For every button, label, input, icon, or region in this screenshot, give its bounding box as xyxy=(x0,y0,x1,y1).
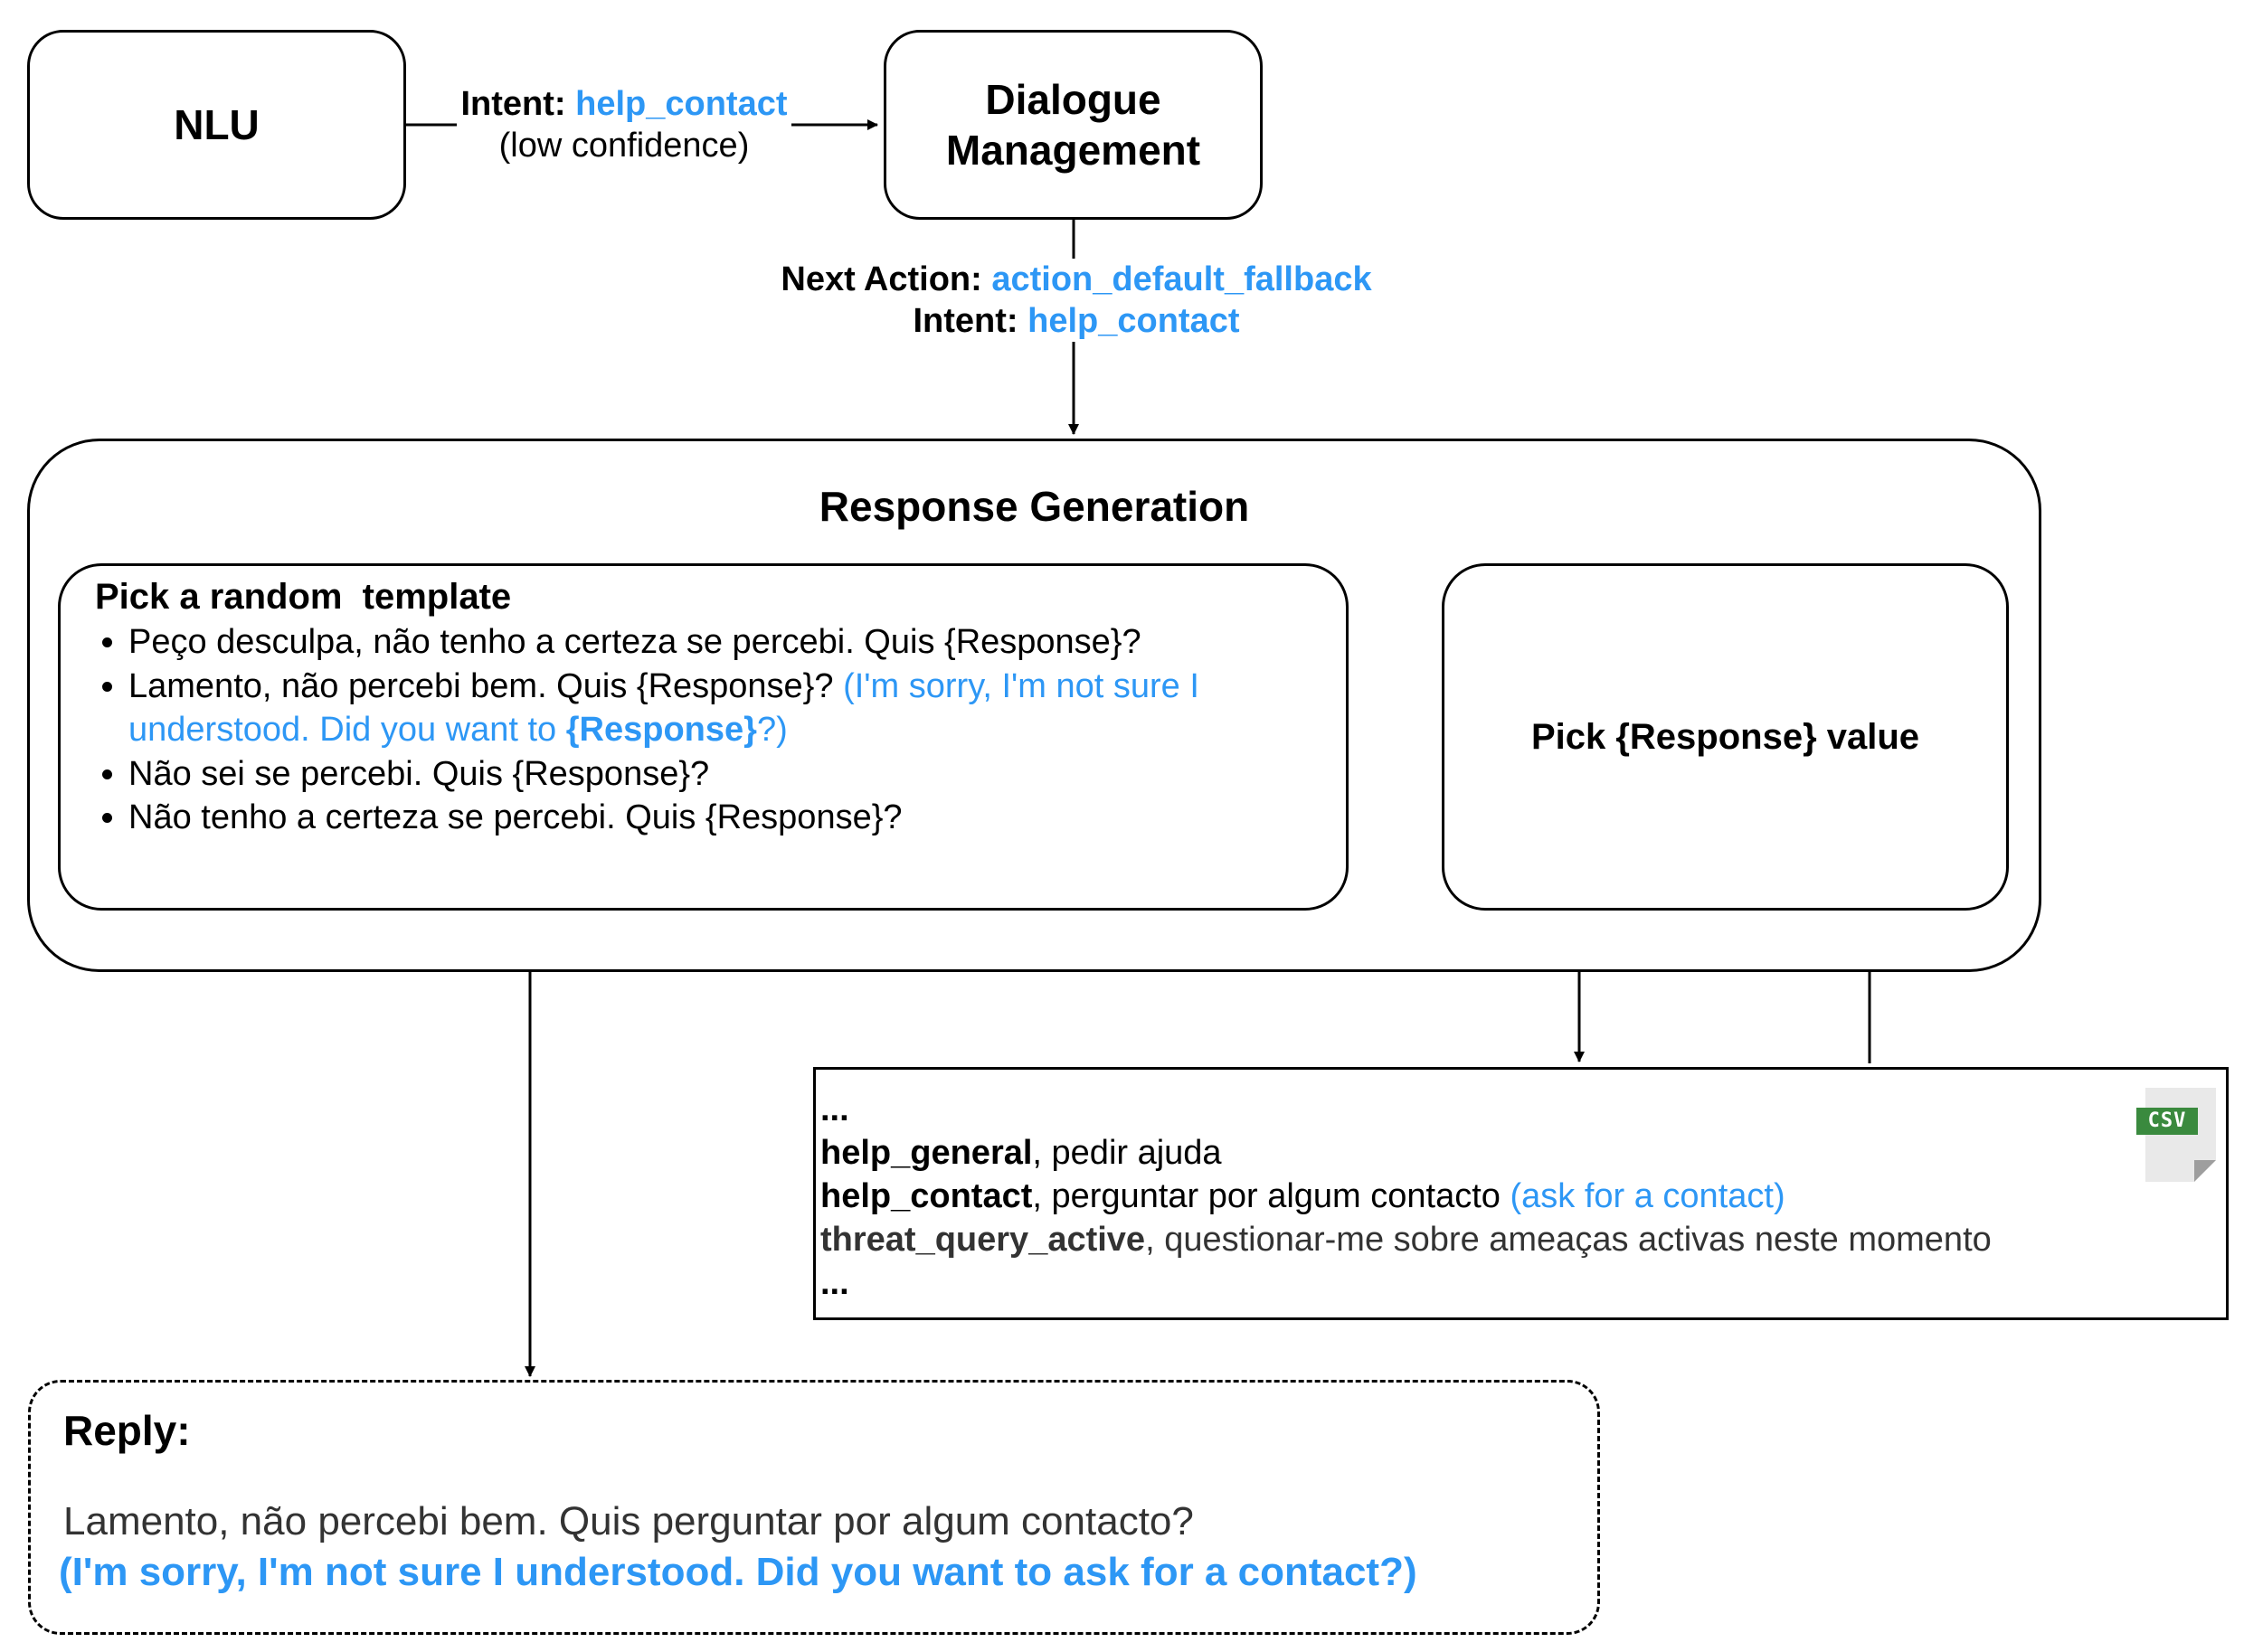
rg-intent-value: help_contact xyxy=(1027,302,1240,340)
template-item: Lamento, não percebi bem. Quis {Response… xyxy=(128,665,1310,752)
csv-ellipsis: ... xyxy=(820,1090,849,1128)
response-generation-title: Response Generation xyxy=(819,483,1250,530)
dialogue-management-box: Dialogue Management xyxy=(884,30,1263,220)
dm-label-line1: Dialogue xyxy=(985,76,1161,123)
next-action-key: Next Action: xyxy=(781,260,982,298)
template-translation: (I'm sorry, I'm not sure I understood. D… xyxy=(128,666,1199,750)
confidence-note: (low confidence) xyxy=(498,127,750,165)
dm-label-line2: Management xyxy=(945,127,1201,174)
reply-box: Reply: Lamento, não percebi bem. Quis pe… xyxy=(28,1380,1600,1635)
csv-file-icon: CSV xyxy=(2136,1088,2223,1189)
rg-intent-key: Intent: xyxy=(913,302,1018,340)
template-box-title: Pick a random template xyxy=(95,577,512,617)
nlu-to-dm-label: Intent: help_contact (low confidence) xyxy=(457,83,791,166)
template-list: Peço desculpa, não tenho a certeza se pe… xyxy=(61,620,1310,840)
reply-title: Reply: xyxy=(63,1407,191,1454)
pick-value-box: Pick {Response} value xyxy=(1442,563,2009,911)
next-action-value: action_default_fallback xyxy=(991,260,1372,298)
dm-to-rg-label: Next Action: action_default_fallback Int… xyxy=(742,259,1411,342)
csv-row-threat-query: threat_query_active, questionar-me sobre… xyxy=(820,1221,1992,1259)
intent-key: Intent: xyxy=(460,85,566,123)
csv-translation: (ask for a contact) xyxy=(1510,1177,1785,1215)
reply-text-pt: Lamento, não percebi bem. Quis perguntar… xyxy=(63,1499,1194,1543)
nlu-box: NLU xyxy=(27,30,406,220)
csv-row-help-general: help_general, pedir ajuda xyxy=(820,1134,1222,1172)
csv-badge: CSV xyxy=(2136,1108,2198,1135)
template-item: Peço desculpa, não tenho a certeza se pe… xyxy=(128,620,1310,665)
csv-file-box: ... help_general, pedir ajuda help_conta… xyxy=(813,1067,2229,1320)
reply-text-en: (I'm sorry, I'm not sure I understood. D… xyxy=(59,1550,1417,1594)
intent-value: help_contact xyxy=(575,85,788,123)
template-item: Não tenho a certeza se percebi. Quis {Re… xyxy=(128,796,1310,840)
pick-value-label: Pick {Response} value xyxy=(1530,716,1920,757)
csv-ellipsis: ... xyxy=(820,1264,849,1302)
template-box: Pick a random template Peço desculpa, nã… xyxy=(58,563,1349,911)
template-item: Não sei se percebi. Quis {Response}? xyxy=(128,752,1310,797)
csv-row-help-contact: help_contact, perguntar por algum contac… xyxy=(820,1177,1785,1215)
nlu-label: NLU xyxy=(174,101,260,148)
